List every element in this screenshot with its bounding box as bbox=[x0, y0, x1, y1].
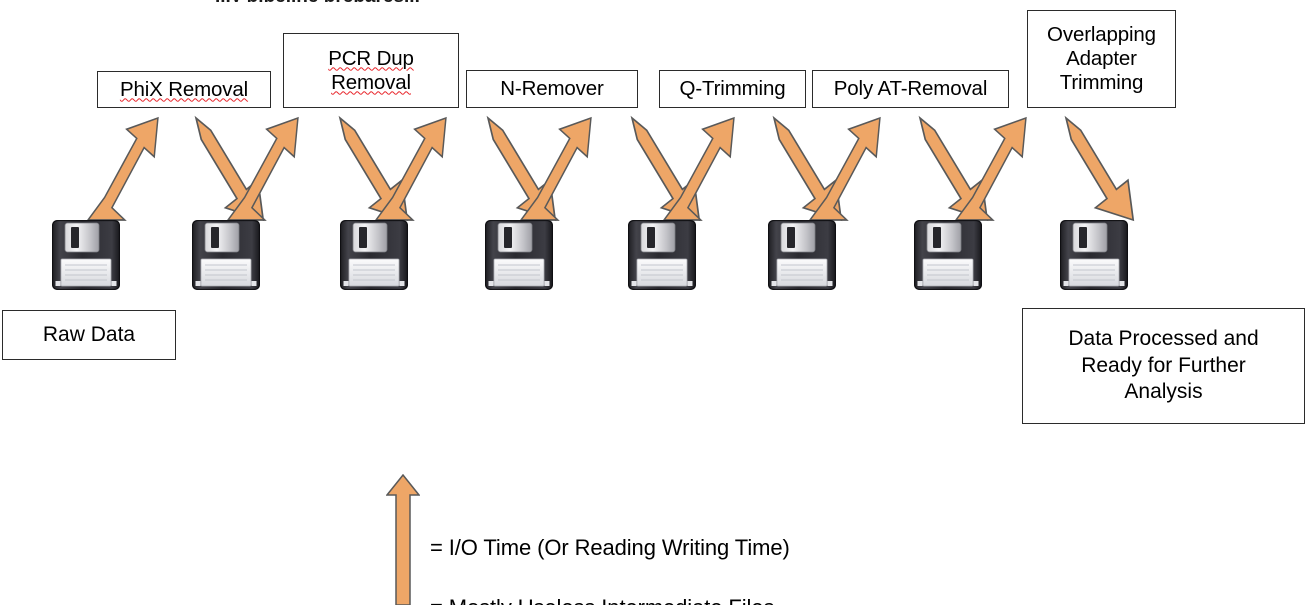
step-box-5: Overlapping Adapter Trimming bbox=[1027, 10, 1176, 108]
step-box-0: PhiX Removal bbox=[97, 71, 271, 108]
legend-line-1: = I/O Time (Or Reading Writing Time) bbox=[430, 534, 790, 560]
write-to-disk-arrow bbox=[339, 117, 409, 221]
write-to-step-arrow bbox=[227, 117, 299, 221]
final-output-box: Data Processed and Ready for Further Ana… bbox=[1022, 308, 1305, 424]
intermediate-file-5 bbox=[766, 218, 838, 292]
legend-description: = I/O Time (Or Reading Writing Time) = M… bbox=[430, 503, 790, 605]
write-to-disk-arrow bbox=[773, 117, 843, 221]
step-label: Overlapping Adapter Trimming bbox=[1047, 23, 1156, 94]
step-label: Q-Trimming bbox=[679, 77, 786, 100]
write-to-step-arrow bbox=[955, 117, 1027, 221]
legend-line-2: = Mostly Useless Intermediate Files bbox=[430, 593, 790, 605]
write-to-disk-arrow bbox=[195, 117, 265, 221]
step-label: PCR Dup Removal bbox=[328, 46, 414, 94]
write-to-step-arrow bbox=[375, 117, 447, 221]
step-box-2: N-Remover bbox=[466, 70, 638, 108]
step-label: N-Remover bbox=[500, 77, 604, 100]
write-to-step-arrow bbox=[809, 117, 881, 221]
intermediate-file-1 bbox=[190, 218, 262, 292]
raw-data-box: Raw Data bbox=[2, 310, 176, 360]
io-time-arrow bbox=[385, 473, 421, 605]
raw-data-label: Raw Data bbox=[42, 322, 136, 346]
intermediate-file-2 bbox=[338, 218, 410, 292]
write-to-disk-arrow bbox=[919, 117, 989, 221]
intermediate-file-4 bbox=[626, 218, 698, 292]
write-to-disk-arrow bbox=[1065, 117, 1135, 221]
final-output-file bbox=[1058, 218, 1130, 292]
diagram-title-text: ...y pipeline prepares... bbox=[215, 0, 420, 2]
write-to-disk-arrow bbox=[631, 117, 701, 221]
final-output-label: Data Processed and Ready for Further Ana… bbox=[1068, 326, 1259, 404]
raw-data-file bbox=[50, 218, 122, 292]
write-to-disk-arrow bbox=[487, 117, 557, 221]
write-to-step-arrow bbox=[663, 117, 735, 221]
intermediate-file-3 bbox=[483, 218, 555, 292]
step-box-1: PCR Dup Removal bbox=[283, 33, 459, 108]
write-to-step-arrow bbox=[520, 117, 592, 221]
step-label: PhiX Removal bbox=[119, 77, 249, 101]
step-box-4: Poly AT-Removal bbox=[812, 70, 1009, 108]
intermediate-file-6 bbox=[912, 218, 984, 292]
write-to-step-arrow bbox=[87, 117, 159, 221]
step-label: Poly AT-Removal bbox=[833, 77, 988, 100]
diagram-title-partial: ...y pipeline prepares... bbox=[215, 0, 775, 2]
step-box-3: Q-Trimming bbox=[659, 70, 806, 108]
